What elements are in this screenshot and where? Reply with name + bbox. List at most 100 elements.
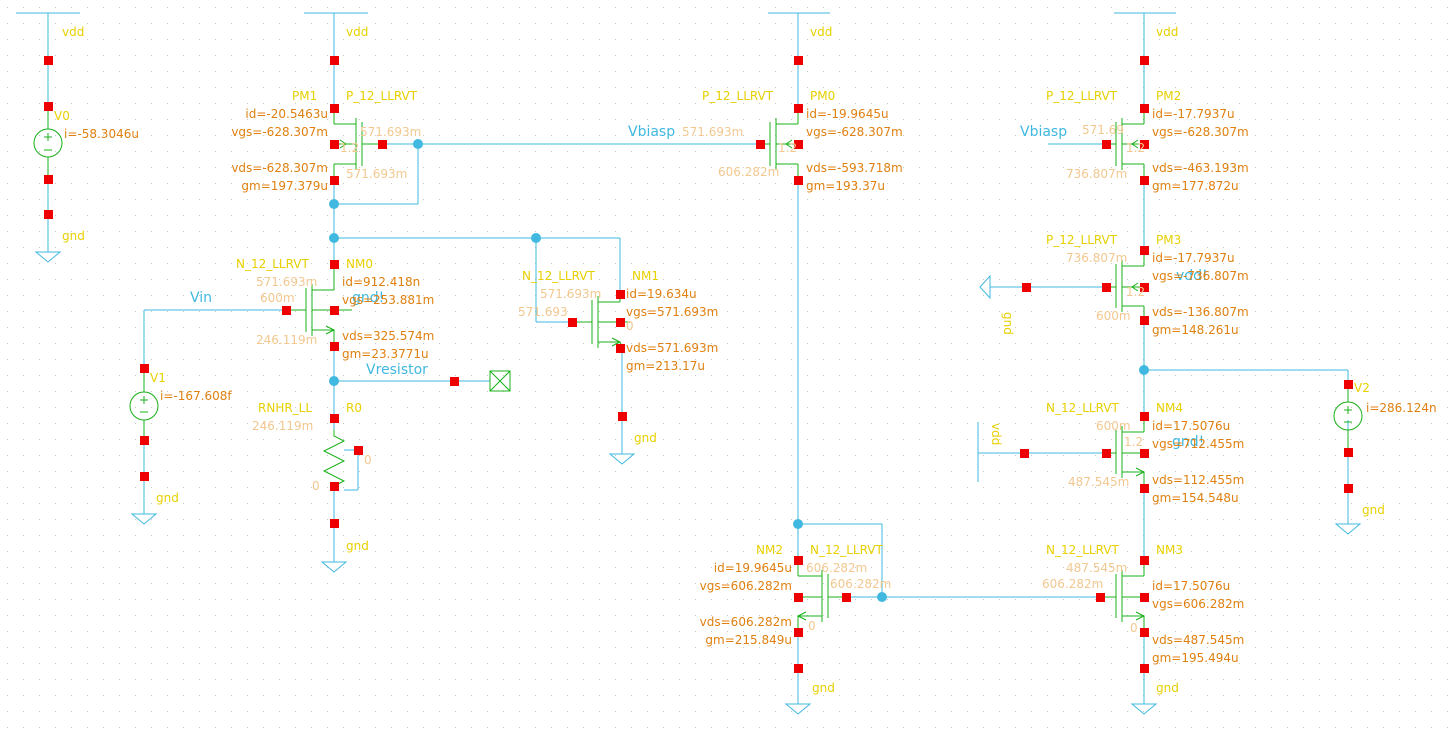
nm4-id: id=17.5076u: [1152, 419, 1230, 433]
vdd-label: vdd: [346, 25, 368, 39]
nm0-vds: vds=325.574m: [342, 329, 434, 343]
net-label-vbiasp: Vbiasp: [1020, 124, 1067, 140]
nm3-gm: gm=195.494u: [1152, 651, 1239, 665]
pm3-gm: gm=148.261u: [1152, 323, 1239, 337]
nm4-param: 1.2: [1124, 435, 1143, 449]
pm3-id: id=-17.7937u: [1152, 251, 1235, 265]
body-label-gnd: gnd!: [1172, 434, 1204, 450]
nm2-cell: N_12_LLRVT: [810, 543, 884, 557]
pm3-name: PM3: [1156, 233, 1181, 247]
v1-name: V1: [150, 371, 166, 385]
nm3-id: id=17.5076u: [1152, 579, 1230, 593]
pm1-name: PM1: [292, 89, 317, 103]
pm3-vds: vds=-136.807m: [1152, 305, 1249, 319]
pm1-param: 571.693m: [360, 125, 421, 139]
pm2-cell: P_12_LLRVT: [1046, 89, 1118, 103]
nm3-vgs: vgs=606.282m: [1152, 597, 1244, 611]
nm3-vds: vds=487.545m: [1152, 633, 1244, 647]
vresistor-pin[interactable]: [489, 370, 511, 392]
nm2-param: 606.282m: [806, 561, 867, 575]
nm1-cell: N_12_LLRVT: [522, 269, 596, 283]
nm1-param: 571.693m: [540, 287, 601, 301]
nm2-vds: vds=606.282m: [700, 615, 792, 629]
nm3-cell: N_12_LLRVT: [1046, 543, 1120, 557]
pm0-param: 1.2: [778, 141, 797, 155]
nm1-param: 0: [626, 319, 634, 333]
pm0-vds: vds=-593.718m: [806, 161, 903, 175]
pm2-gm: gm=177.872u: [1152, 179, 1239, 193]
r0-resistor[interactable]: [322, 430, 346, 487]
pm0-cell: P_12_LLRVT: [702, 89, 774, 103]
body-label-vdd: vdd!: [1176, 268, 1208, 284]
pm3-cell: P_12_LLRVT: [1046, 233, 1118, 247]
nm0-cell: N_12_LLRVT: [236, 257, 310, 271]
pm0-id: id=-19.9645u: [806, 107, 889, 121]
nm0-param: 246.119m: [256, 333, 317, 347]
net-label-vresistor: Vresistor: [366, 362, 428, 378]
nm1-param: 571.693: [518, 305, 568, 319]
nm4-cell: N_12_LLRVT: [1046, 401, 1120, 415]
nm2-gm: gm=215.849u: [705, 633, 792, 647]
pm2-vds: vds=-463.193m: [1152, 161, 1249, 175]
pm2-name: PM2: [1156, 89, 1181, 103]
r0-name: R0: [346, 401, 362, 415]
nm4-name: NM4: [1156, 401, 1183, 415]
pm2-param: 736.807m: [1066, 167, 1127, 181]
pm0-gm: gm=193.37u: [806, 179, 885, 193]
pm0-vgs: vgs=-628.307m: [806, 125, 903, 139]
nm1-vgs: vgs=571.693m: [626, 305, 718, 319]
v2-current: i=286.124n: [1366, 401, 1437, 415]
nm0-name: NM0: [346, 257, 373, 271]
nm0-param: 571.693m: [256, 275, 317, 289]
supply-symbols: [16, 12, 1362, 715]
nm1-name: NM1: [632, 269, 659, 283]
nm0-id: id=912.418n: [342, 275, 420, 289]
wires: [47, 60, 1349, 668]
nm2-param: 0: [808, 619, 816, 633]
nm1-id: id=19.634u: [626, 287, 697, 301]
pm3-vgs: vgs=-736.807m: [1152, 269, 1249, 283]
body-label-gnd: gnd!: [352, 290, 384, 306]
r0-param: 246.119m: [252, 419, 313, 433]
pm1-param: 1.2: [340, 141, 359, 155]
nm4-vgs: vgs=712.455m: [1152, 437, 1244, 451]
nm4-gm: gm=154.548u: [1152, 491, 1239, 505]
nm2-vgs: vgs=606.282m: [700, 579, 792, 593]
pins: [44, 56, 1353, 673]
nm4-transistor[interactable]: [1106, 416, 1146, 488]
vdd-label: vdd: [810, 25, 832, 39]
pm2-param: 571.69: [1082, 123, 1124, 137]
pm1-cell: P_12_LLRVT: [346, 89, 418, 103]
pm2-vgs: vgs=-628.307m: [1152, 125, 1249, 139]
pm0-param: 571.693m: [682, 125, 743, 139]
nm4-param: 600m: [1096, 419, 1131, 433]
nm1-vds: vds=571.693m: [626, 341, 718, 355]
nm1-gm: gm=213.17u: [626, 359, 705, 373]
nm3-param: 487.545m: [1066, 561, 1127, 575]
pm3-param: 1.2: [1126, 285, 1145, 299]
nm0-vgs: vgs=253.881m: [342, 293, 434, 307]
r0-param: 0: [312, 479, 320, 493]
vdd-label: vdd: [1156, 25, 1178, 39]
nm3-param: 0: [1130, 621, 1138, 635]
pm1-vds: vds=-628.307m: [231, 161, 328, 175]
nm3-name: NM3: [1156, 543, 1183, 557]
nm4-vds: vds=112.455m: [1152, 473, 1244, 487]
gnd-label: gnd: [1001, 312, 1015, 335]
v1-current: i=-167.608f: [160, 389, 232, 403]
nm2-name: NM2: [756, 543, 783, 557]
r0-cell: RNHR_LL: [258, 401, 312, 415]
gnd-label: gnd: [62, 229, 85, 243]
vdd-label: vdd: [989, 423, 1003, 445]
pm2-param: 1.2: [1126, 141, 1145, 155]
pm3-param: 736.807m: [1066, 251, 1127, 265]
gnd-label: gnd: [1362, 503, 1385, 517]
gnd-label: gnd: [156, 491, 179, 505]
vdd-label: vdd: [62, 25, 84, 39]
v2-name: V2: [1354, 381, 1370, 395]
gnd-label: gnd: [634, 431, 657, 445]
v0-name: V0: [54, 109, 70, 123]
r0-param: 0: [364, 453, 372, 467]
